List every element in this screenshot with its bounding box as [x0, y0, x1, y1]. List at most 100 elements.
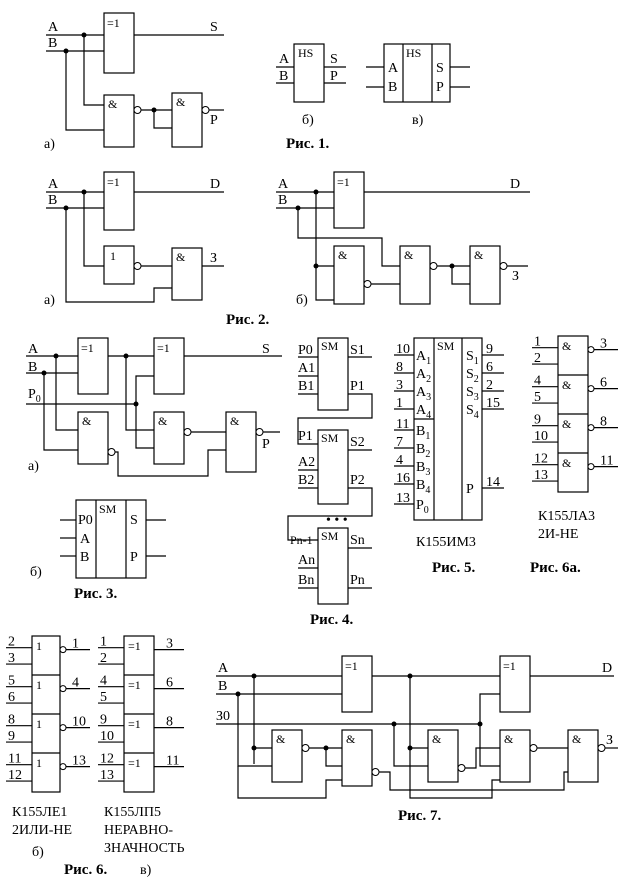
fig2b-xor-gate	[333, 171, 365, 229]
fig7-caption: Рис. 7.	[398, 808, 441, 824]
fig3a-and2-label: &	[158, 414, 168, 428]
fig4-block-1	[317, 337, 349, 411]
fig5-right-pin-number: 14	[486, 475, 500, 490]
fig6a-description: 2И-НЕ	[538, 527, 578, 542]
fig4-block2-a: A2	[298, 455, 315, 470]
fig2a-xor-gate	[103, 171, 135, 231]
fig4-block2-sym: SM	[321, 431, 339, 445]
fig6c-gate-pin-out: 3	[166, 637, 173, 652]
fig3a-and-gate-1	[77, 411, 109, 465]
fig1b-s: S	[330, 52, 338, 67]
fig6c-gate-pin-in: 5	[100, 690, 107, 705]
fig5-left-pin-label: A1	[416, 349, 431, 367]
fig7-xor1-label: =1	[345, 659, 358, 673]
fig6c-gate-pin-out: 8	[166, 715, 173, 730]
fig6a-gate-pin-in: 5	[534, 390, 541, 405]
fig3a-output-p: P	[262, 437, 270, 452]
fig1b-hs-symbol: HS A B S P б)	[276, 43, 346, 128]
fig2b-and-gate-2	[399, 245, 431, 305]
fig2b-sublabel: б)	[296, 293, 308, 308]
fig6a-gate-pin-out: 11	[600, 454, 613, 469]
fig5-right-pin-label: S1	[466, 349, 479, 367]
fig6b-gate-pin-out: 4	[72, 676, 79, 691]
fig5-right-pin-number: 6	[486, 360, 493, 375]
fig6-caption: Рис. 6.	[64, 862, 107, 878]
fig3a-xor-gate-1	[77, 337, 109, 395]
fig5-left-pin-number: 10	[396, 342, 410, 357]
fig6a-gate-pin-in: 9	[534, 413, 541, 428]
fig5-left-pin-number: 13	[396, 491, 410, 506]
fig6b-part-number: К155ЛЕ1	[12, 805, 67, 820]
fig7-and4-label: &	[504, 732, 514, 746]
fig1b-sublabel: б)	[302, 113, 314, 128]
fig1c-hs-symbol: HS A B S P в)	[366, 43, 470, 128]
fig6b-gate-symbol: 1	[36, 756, 42, 770]
fig1a-input-b: B	[48, 36, 57, 51]
fig6a-gate-pin-in: 2	[534, 351, 541, 366]
fig7-and-gate-1	[271, 729, 303, 783]
fig3a-sublabel: а)	[28, 459, 39, 474]
fig4-block1-co: P1	[350, 379, 365, 394]
fig6b-gate-pin-in: 3	[8, 651, 15, 666]
fig7-and3-label: &	[432, 732, 442, 746]
fig5-left-pin-label: A3	[416, 385, 431, 403]
fig5-left-pin-number: 4	[396, 453, 403, 468]
fig3a-and-gate-3	[225, 411, 257, 473]
fig1c-sublabel: в)	[412, 113, 424, 128]
fig7-input-z0: З0	[216, 709, 230, 724]
fig1a-xor-gate	[103, 12, 135, 74]
fig1b-hs-label: HS	[298, 46, 313, 60]
fig4-block2-s: S2	[350, 435, 365, 450]
fig5-left-pin-number: 3	[396, 378, 403, 393]
fig6a-caption: Рис. 6а.	[530, 560, 581, 576]
fig6b-gate-pin-in: 8	[8, 713, 15, 728]
fig6c-gate-pin-in: 12	[100, 752, 114, 767]
fig3b-p: P	[130, 550, 138, 565]
fig6a-gate-pin-in: 12	[534, 452, 548, 467]
fig6b-description: 2ИЛИ-НЕ	[12, 823, 72, 838]
fig5-left-pin-number: 1	[396, 396, 403, 411]
fig6b-gate-pin-out: 10	[72, 715, 86, 730]
fig6c-gate-pin-in: 2	[100, 651, 107, 666]
fig1a-input-a: A	[48, 20, 59, 35]
fig7-input-a: A	[218, 661, 229, 676]
fig7-xor-gate-1	[341, 655, 373, 713]
fig4-block2-co: P2	[350, 473, 365, 488]
fig2b-and-gate-1	[333, 245, 365, 305]
fig5-left-pin-label: P0	[416, 498, 429, 516]
fig3b-sublabel: б)	[30, 565, 42, 580]
fig4-blockn-s: Sn	[350, 533, 365, 548]
fig3a-xor-gate-2	[153, 337, 185, 395]
fig4-blockn-co: Pn	[350, 573, 365, 588]
fig2a-sublabel: а)	[44, 293, 55, 308]
fig1c-s: S	[436, 61, 444, 76]
fig2a-and-label: &	[176, 250, 186, 264]
fig6c-gate-pin-in: 4	[100, 674, 107, 689]
fig6b-gate-pin-in: 5	[8, 674, 15, 689]
fig1a-half-adder: A B =1 S & & P а)	[44, 12, 224, 152]
fig5-right-pin-label: S4	[466, 403, 479, 421]
fig6a-gate-symbol: &	[562, 378, 572, 392]
fig7-and-gate-2	[341, 729, 373, 787]
fig5-sym: SM	[437, 339, 455, 353]
fig6c-part-number: К155ЛП5	[104, 805, 161, 820]
fig2b-output-z: З	[512, 269, 519, 284]
fig6b-gate-symbol: 1	[36, 678, 42, 692]
fig4-blockn-b: Bn	[298, 573, 314, 588]
fig3a-xor2-label: =1	[157, 341, 170, 355]
fig5-left-pin-label: A4	[416, 403, 431, 421]
fig2a-buffer-label: 1	[110, 249, 116, 263]
fig7-and-gate-5	[567, 729, 599, 783]
fig1a-and-gate-1	[103, 94, 135, 148]
fig4-block1-s: S1	[350, 343, 365, 358]
fig6b-gate-symbol: 1	[36, 717, 42, 731]
fig6b-gate-pin-in: 6	[8, 690, 15, 705]
fig7-circuit: A B З0 =1 =1 D & & & & & З	[216, 655, 618, 799]
fig3a-and3-label: &	[230, 414, 240, 428]
fig7-xor2-label: =1	[503, 659, 516, 673]
fig6a-gate-pin-out: 3	[600, 337, 607, 352]
fig5-right-pin-label: P	[466, 482, 474, 497]
